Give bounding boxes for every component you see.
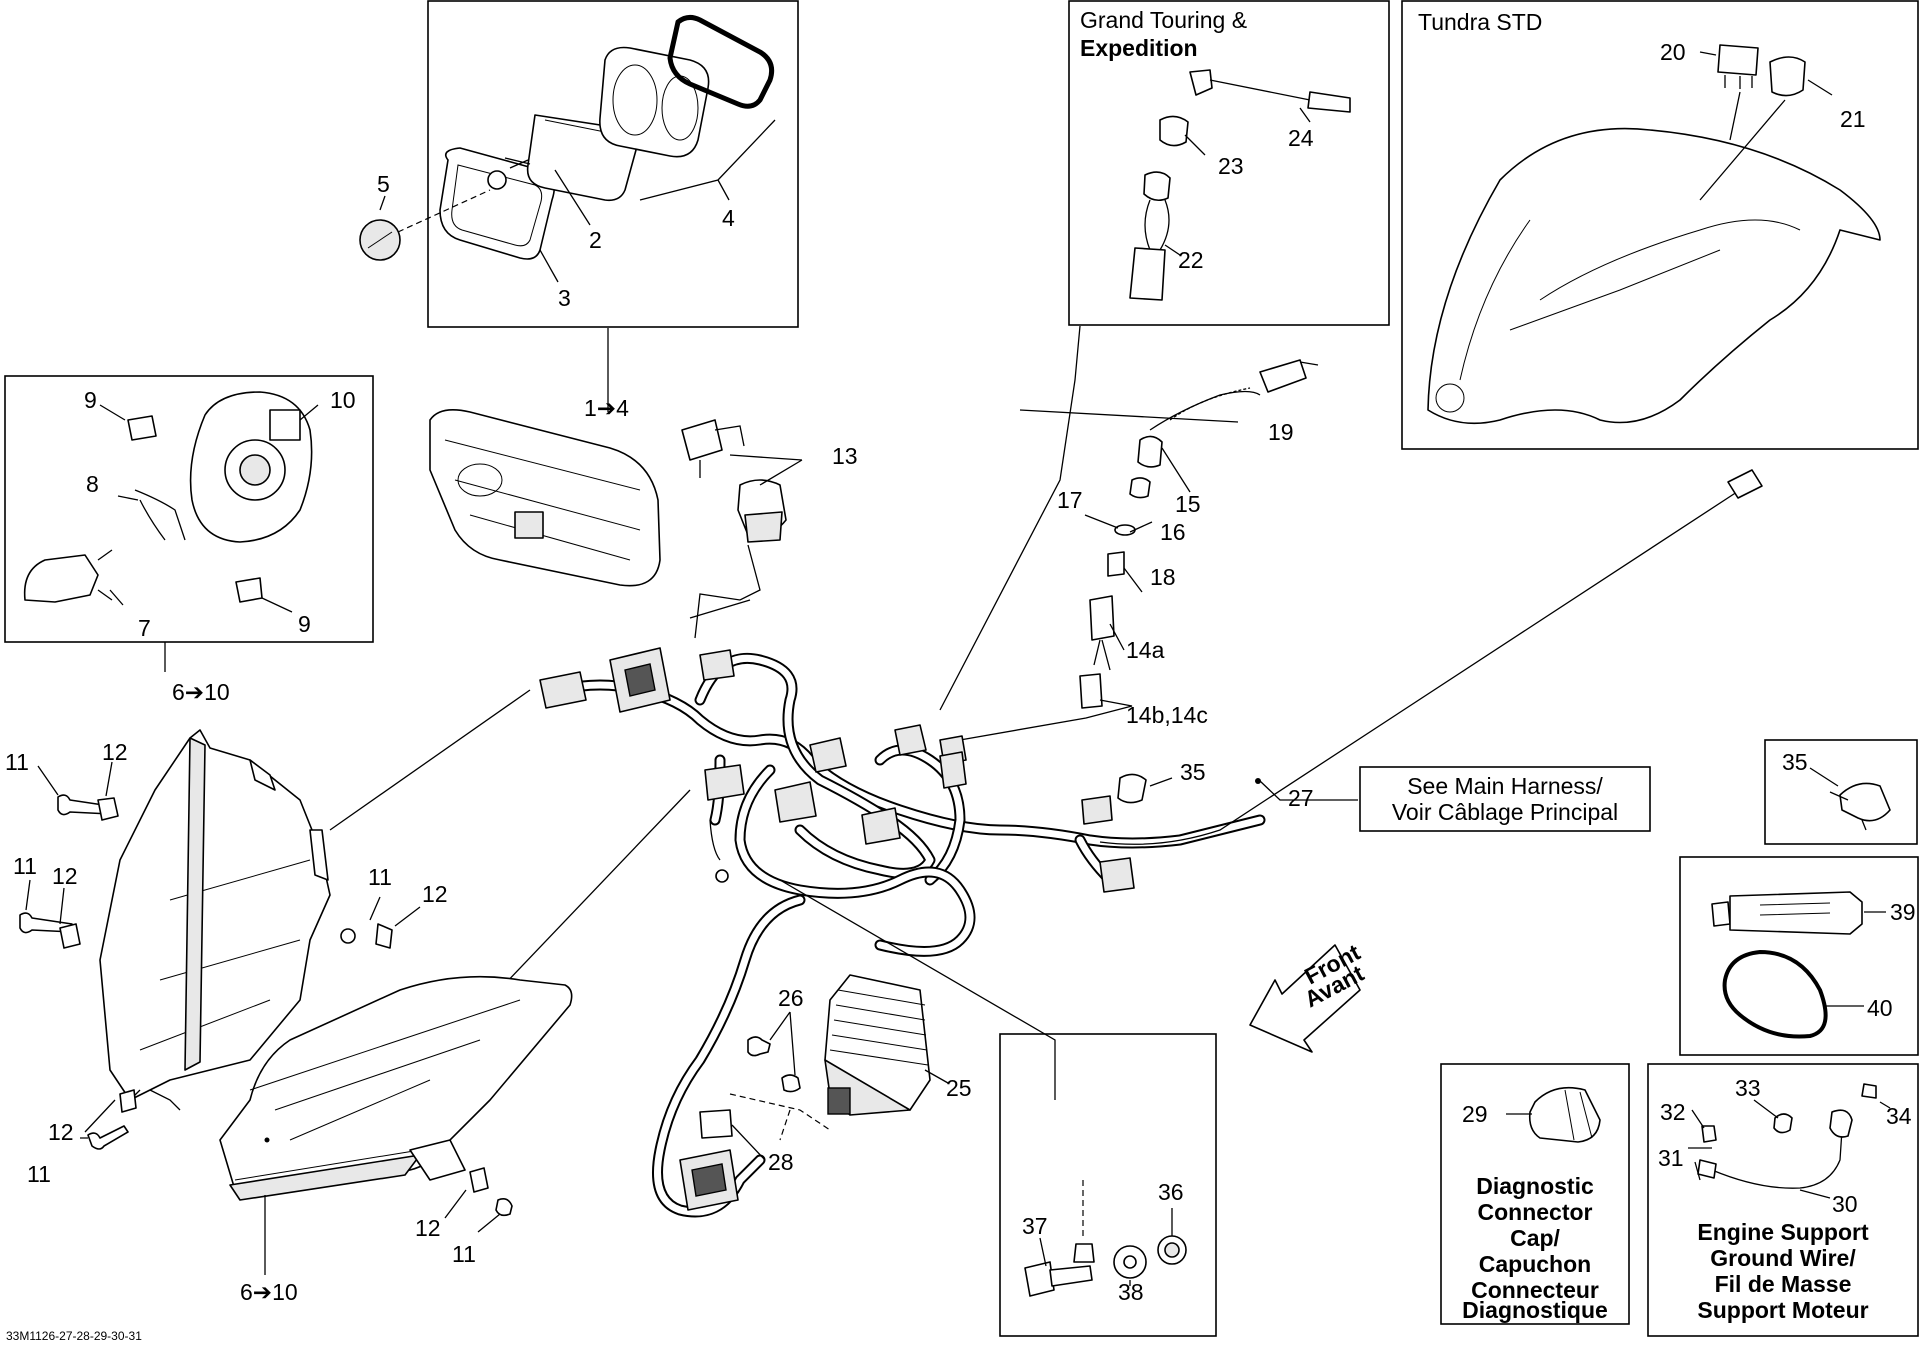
diagnostic-caption-3: Cap/ xyxy=(1510,1225,1560,1251)
ground-wire-caption-2: Ground Wire/ xyxy=(1710,1245,1856,1271)
label-38: 38 xyxy=(1118,1279,1144,1305)
label-16: 16 xyxy=(1160,519,1186,545)
label-6-to-10-bottom: 6➔10 xyxy=(240,1279,298,1305)
label-8: 8 xyxy=(86,471,99,497)
wiring-harness-drawing xyxy=(329,544,1266,1218)
label-5: 5 xyxy=(377,171,390,197)
clip-inset-frame xyxy=(1764,739,1918,845)
label-35-main: 35 xyxy=(1180,759,1206,785)
main-harness-callout-line1: See Main Harness/ xyxy=(1407,773,1603,799)
label-3: 3 xyxy=(558,285,571,311)
headlight-fasteners-drawing xyxy=(19,761,513,1233)
gauge-cluster-drawing xyxy=(429,409,661,587)
grand-touring-title-line1: Grand Touring & xyxy=(1080,7,1247,33)
label-12-c: 12 xyxy=(422,881,448,907)
label-9-top: 9 xyxy=(84,387,97,413)
label-15: 15 xyxy=(1175,491,1201,517)
diagnostic-caption-4: Capuchon xyxy=(1479,1251,1591,1277)
label-28: 28 xyxy=(768,1149,794,1175)
harness-extension-27-drawing xyxy=(1099,469,1763,845)
tundra-inset-frame xyxy=(1401,0,1919,450)
label-30: 30 xyxy=(1832,1191,1858,1217)
front-direction-arrow: Front Avant xyxy=(1249,939,1368,1053)
label-27: 27 xyxy=(1288,785,1314,811)
label-29: 29 xyxy=(1462,1101,1488,1127)
label-32: 32 xyxy=(1660,1099,1686,1125)
label-10: 10 xyxy=(330,387,356,413)
grease-tube-drawing xyxy=(1711,891,1886,1039)
ground-wire-inset-frame xyxy=(1647,1063,1919,1337)
label-21: 21 xyxy=(1840,106,1866,132)
diagnostic-caption-2: Connector xyxy=(1478,1199,1593,1225)
label-9-bottom: 9 xyxy=(298,611,311,637)
label-2: 2 xyxy=(589,227,602,253)
diagnostic-cap-inset-frame xyxy=(1440,1063,1630,1325)
label-12-e: 12 xyxy=(415,1215,441,1241)
label-11-d: 11 xyxy=(27,1161,51,1187)
ground-wire-caption-1: Engine Support xyxy=(1697,1219,1869,1245)
label-34: 34 xyxy=(1886,1103,1912,1129)
label-24: 24 xyxy=(1288,125,1314,151)
label-25: 25 xyxy=(946,1075,972,1101)
label-22: 22 xyxy=(1178,247,1204,273)
tundra-title: Tundra STD xyxy=(1418,9,1542,35)
label-11-c: 11 xyxy=(368,864,392,890)
grand-touring-title-line2: Expedition xyxy=(1080,35,1198,61)
label-4: 4 xyxy=(722,205,735,231)
label-7: 7 xyxy=(138,615,151,641)
label-12-b: 12 xyxy=(52,863,78,889)
label-17: 17 xyxy=(1057,487,1083,513)
grand-touring-parts-drawing xyxy=(1129,69,1351,301)
label-37: 37 xyxy=(1022,1213,1048,1239)
diagnostic-cap-drawing xyxy=(1506,1086,1601,1143)
label-11-e: 11 xyxy=(452,1241,476,1267)
label-1-to-4: 1➔4 xyxy=(584,395,629,421)
label-31: 31 xyxy=(1658,1145,1684,1171)
tundra-hood-drawing xyxy=(1427,44,1881,425)
headlight-bulb-parts-drawing xyxy=(23,391,319,613)
label-14b-14c: 14b,14c xyxy=(1126,702,1208,728)
diagnostic-caption-6: Diagnostique xyxy=(1462,1297,1608,1323)
label-19: 19 xyxy=(1268,419,1294,445)
gauge-parts-drawing xyxy=(359,14,776,283)
ignition-switch-drawing xyxy=(681,419,803,543)
label-13: 13 xyxy=(832,443,858,469)
label-35-inset: 35 xyxy=(1782,749,1808,775)
label-23: 23 xyxy=(1218,153,1244,179)
fastener-parts-drawing xyxy=(1024,1180,1187,1297)
clip-drawing xyxy=(1809,767,1891,831)
label-26: 26 xyxy=(778,985,804,1011)
label-40: 40 xyxy=(1867,995,1893,1021)
ground-wire-caption-3: Fil de Masse xyxy=(1715,1271,1852,1297)
label-36: 36 xyxy=(1158,1179,1184,1205)
drawing-code: 33M1126-27-28-29-30-31 xyxy=(6,1329,142,1343)
grease-inset-frame xyxy=(1679,856,1919,1056)
voltage-regulator-drawing xyxy=(699,974,949,1161)
headlight-inset-frame xyxy=(4,375,374,643)
ground-wire-drawing xyxy=(1688,1083,1891,1199)
diagnostic-caption-1: Diagnostic xyxy=(1476,1173,1594,1199)
label-6-to-10-top: 6➔10 xyxy=(172,679,230,705)
grand-touring-inset-frame xyxy=(1068,0,1390,326)
gauge-inset-frame xyxy=(427,0,799,328)
diagnostic-caption-5: Connecteur xyxy=(1471,1277,1599,1303)
label-18: 18 xyxy=(1150,564,1176,590)
label-33: 33 xyxy=(1735,1075,1761,1101)
label-11-a: 11 xyxy=(5,749,29,775)
label-11-b: 11 xyxy=(13,853,37,879)
label-39: 39 xyxy=(1890,899,1916,925)
ground-wire-caption-4: Support Moteur xyxy=(1697,1297,1868,1323)
main-harness-callout-frame xyxy=(1359,766,1651,832)
label-14a: 14a xyxy=(1126,637,1165,663)
main-harness-callout-line2: Voir Câblage Principal xyxy=(1392,799,1618,825)
label-12-a: 12 xyxy=(102,739,128,765)
tether-switch-drawing xyxy=(959,359,1319,741)
fastener-inset-frame xyxy=(999,1033,1217,1337)
label-20: 20 xyxy=(1660,39,1686,65)
right-headlight-drawing xyxy=(219,975,573,1201)
left-headlight-drawing xyxy=(99,729,331,1111)
label-12-d: 12 xyxy=(48,1119,74,1145)
